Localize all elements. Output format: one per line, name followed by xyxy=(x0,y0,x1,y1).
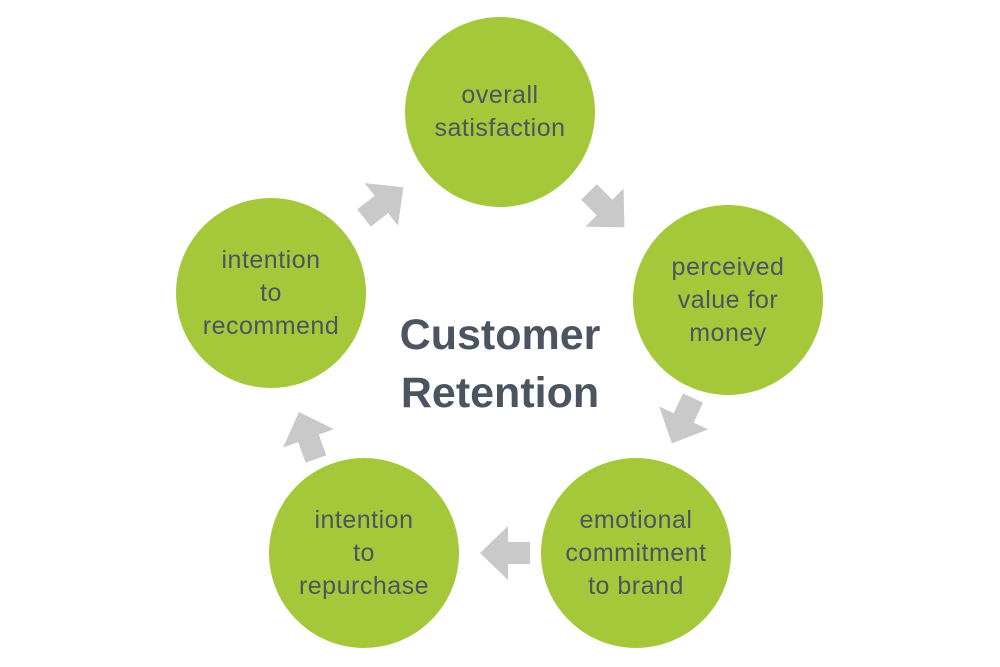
node-perceived-value: perceived value for money xyxy=(633,205,823,395)
node-overall-satisfaction: overall satisfaction xyxy=(405,17,595,207)
node-label: emotional commitment to brand xyxy=(565,505,707,600)
arrow-recommend-to-satisfaction xyxy=(357,183,404,227)
node-emotional-commitment: emotional commitment to brand xyxy=(541,458,731,648)
node-intention-to-recommend: intention to recommend xyxy=(176,198,366,388)
node-intention-to-repurchase: intention to repurchase xyxy=(269,458,459,648)
diagram-title: Customer Retention xyxy=(399,311,601,417)
node-label: overall satisfaction xyxy=(434,81,566,142)
arrow-repurchase-to-recommend xyxy=(283,412,334,463)
arrow-commitment-to-repurchase xyxy=(480,526,530,580)
arrow-satisfaction-to-value xyxy=(581,184,625,228)
node-label: intention to recommend xyxy=(202,245,340,340)
arrow-value-to-commitment xyxy=(659,393,709,444)
node-label: intention to repurchase xyxy=(298,505,430,600)
node-label: perceived value for money xyxy=(671,252,785,347)
